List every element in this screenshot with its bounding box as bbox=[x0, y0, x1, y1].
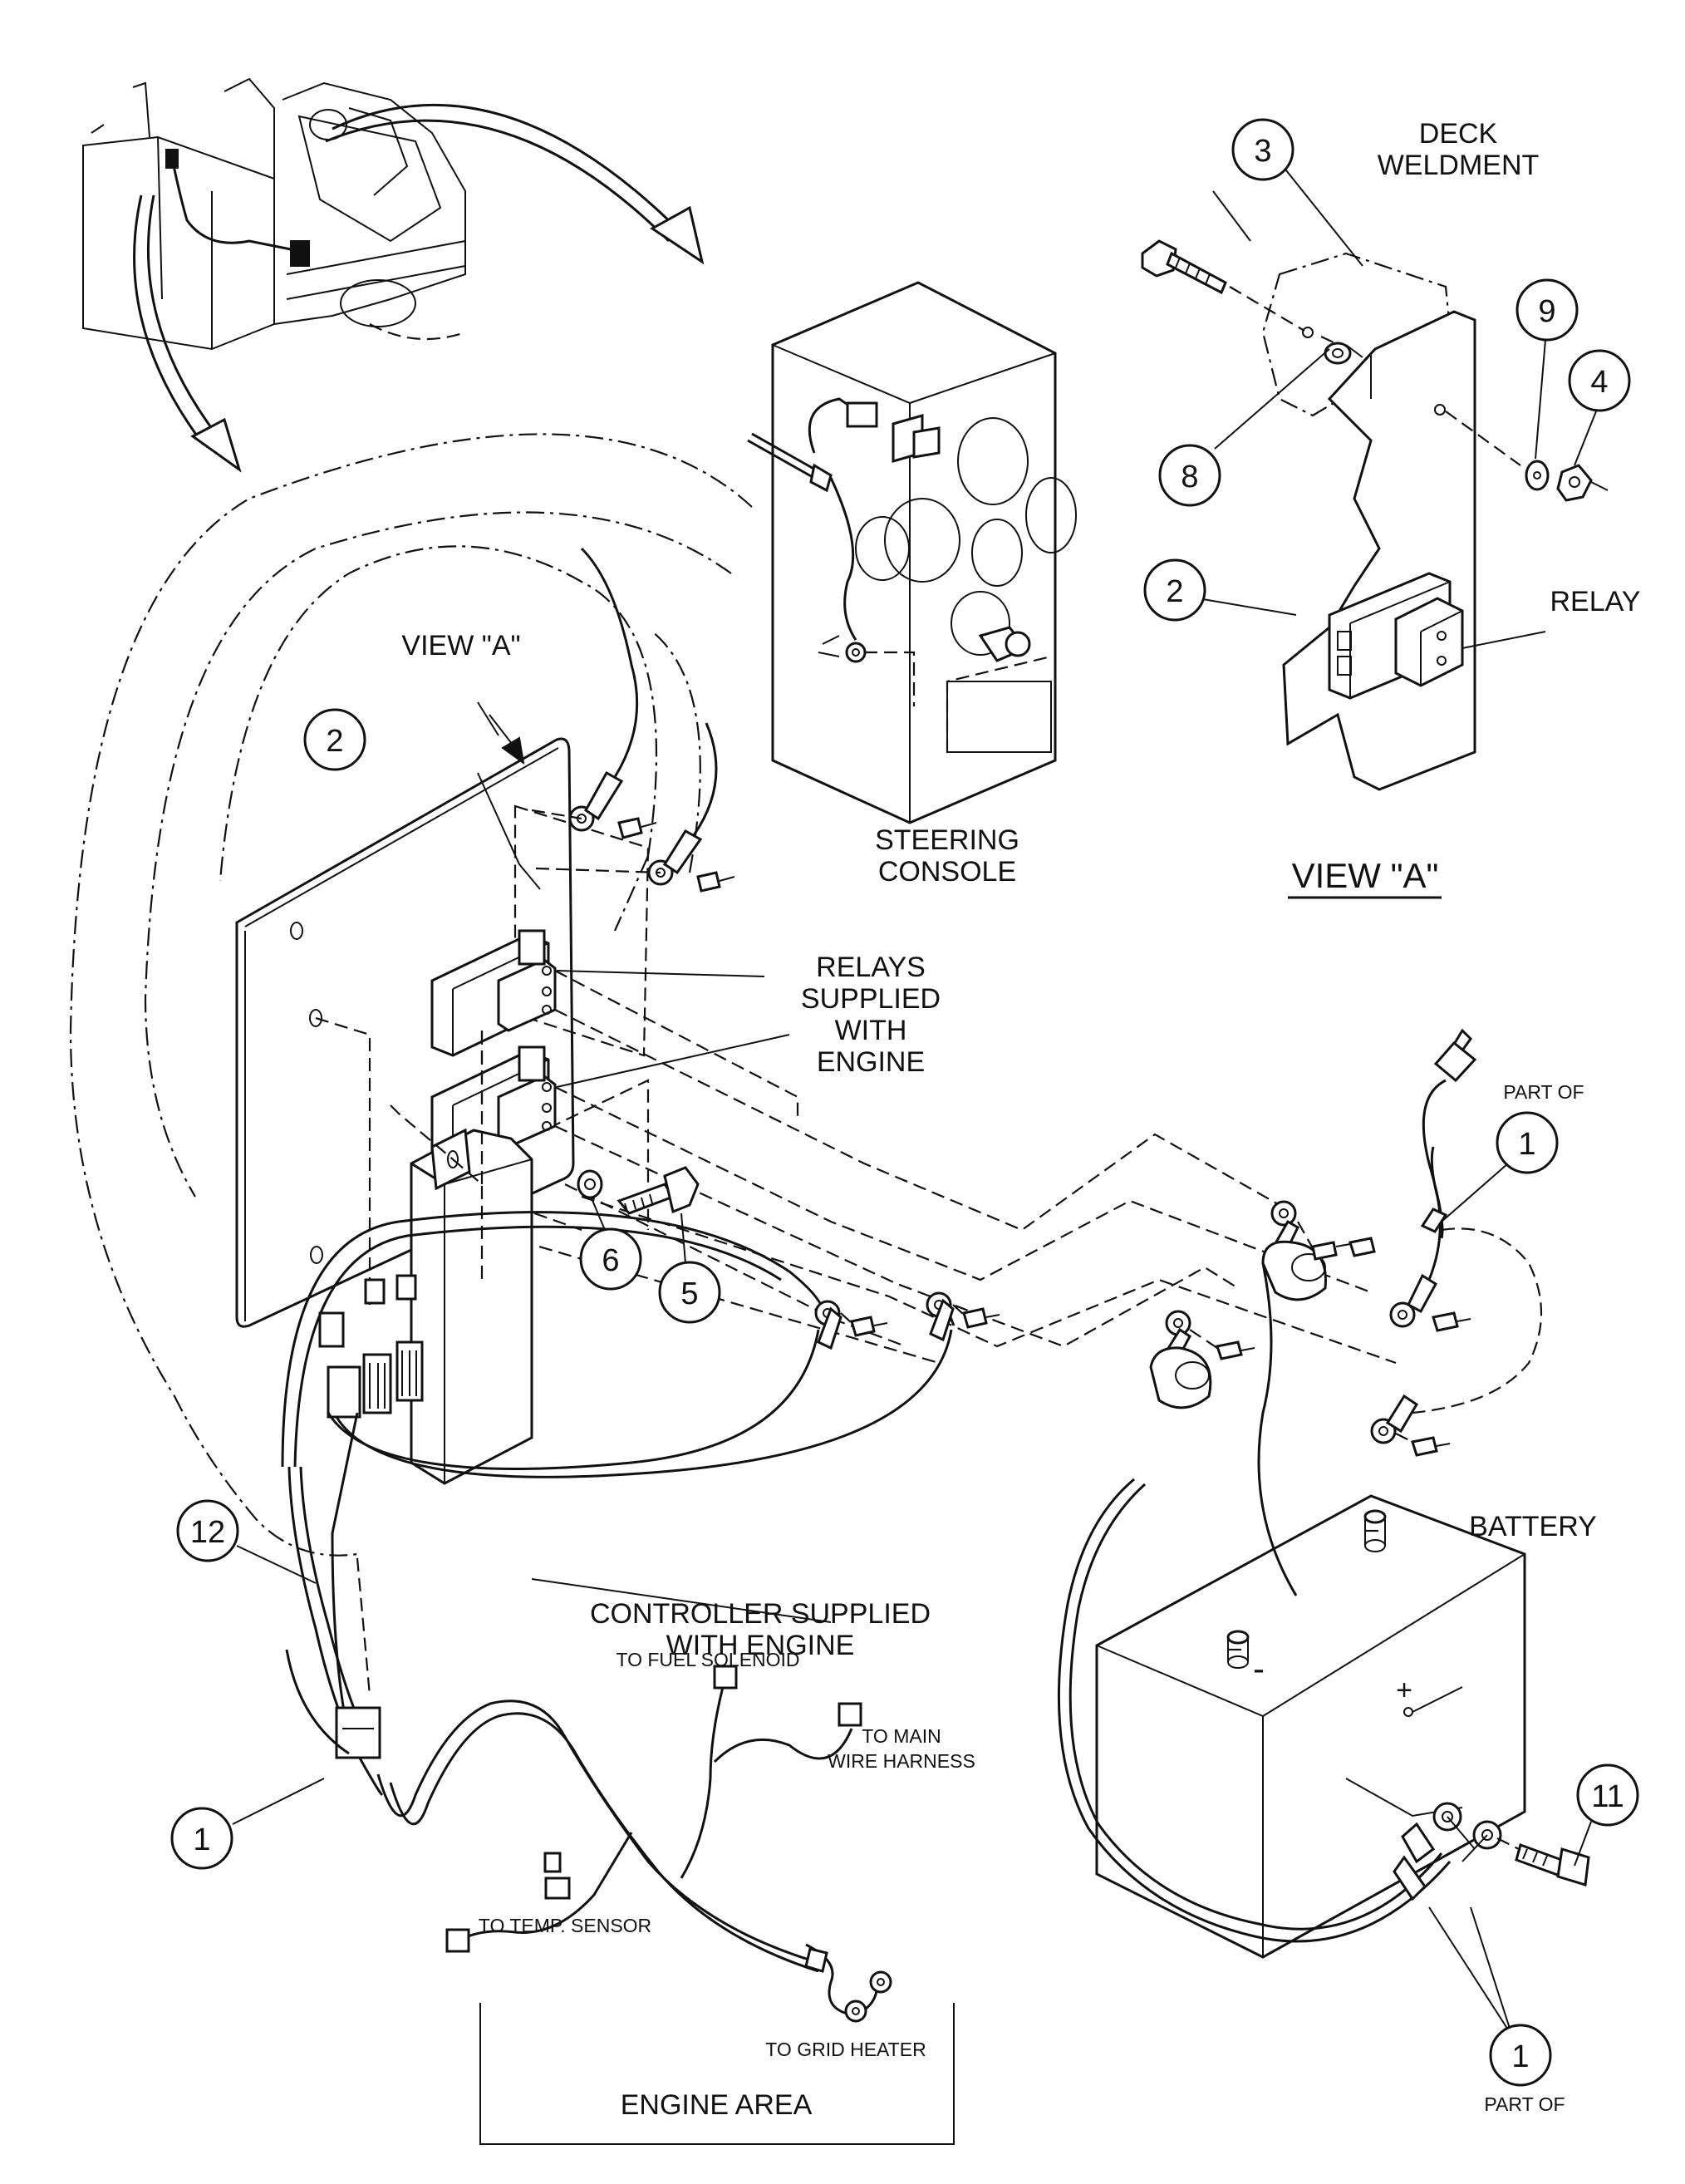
main-harness-label-2: WIRE HARNESS bbox=[828, 1750, 975, 1772]
fuel-solenoid-label: TO FUEL SOLENOID bbox=[616, 1649, 799, 1670]
upper-relay bbox=[430, 929, 557, 1057]
svg-text:4: 4 bbox=[1590, 365, 1608, 400]
temp-sensor-label: TO TEMP. SENSOR bbox=[479, 1915, 651, 1936]
svg-text:3: 3 bbox=[1254, 134, 1271, 169]
steering-console-label-2: CONSOLE bbox=[878, 856, 1016, 888]
view-a-pointer-label: VIEW "A" bbox=[401, 630, 520, 662]
view-a-detail bbox=[1141, 239, 1609, 791]
controller-harness bbox=[281, 1211, 1000, 1478]
relays-supplied-label-2: SUPPLIED bbox=[801, 983, 941, 1015]
callout-6: 6 bbox=[579, 1227, 642, 1291]
svg-text:2: 2 bbox=[1166, 574, 1183, 609]
left-harness bbox=[285, 1412, 384, 1797]
controller-label-2: WITH ENGINE bbox=[666, 1630, 855, 1661]
grid-heater-label: TO GRID HEATER bbox=[765, 2039, 926, 2060]
callout-1-left: 1 bbox=[170, 1807, 233, 1870]
view-a-title: VIEW "A" bbox=[1292, 856, 1439, 895]
battery bbox=[1095, 1494, 1526, 1959]
svg-text:8: 8 bbox=[1181, 460, 1198, 494]
callout-9: 9 bbox=[1516, 278, 1579, 342]
svg-text:12: 12 bbox=[190, 1515, 225, 1550]
svg-text:1: 1 bbox=[193, 1822, 210, 1857]
relays-supplied-label-4: ENGINE bbox=[817, 1046, 925, 1078]
callout-1-right: 1 bbox=[1496, 1111, 1559, 1174]
callout-2-view: 2 bbox=[1143, 558, 1206, 622]
part-of-label-bottom: PART OF bbox=[1484, 2093, 1565, 2115]
deck-weldment-label-2: WELDMENT bbox=[1378, 150, 1540, 181]
svg-text:1: 1 bbox=[1518, 1127, 1535, 1162]
engine-harness bbox=[376, 1665, 892, 2023]
washer-and-bolt bbox=[577, 1166, 700, 1215]
svg-text:1: 1 bbox=[1511, 2039, 1529, 2074]
harness-routing-lines bbox=[69, 433, 753, 1557]
svg-text:9: 9 bbox=[1538, 294, 1555, 329]
callout-3: 3 bbox=[1231, 118, 1294, 181]
battery-cables bbox=[1057, 1262, 1590, 1943]
leader-lines bbox=[232, 140, 1600, 2037]
main-harness-label-1: TO MAIN bbox=[862, 1725, 941, 1747]
callout-4: 4 bbox=[1568, 349, 1631, 412]
inset-arrow-left bbox=[133, 194, 242, 473]
sensor-lead bbox=[1412, 1028, 1543, 1414]
battery-plus-label: + bbox=[1396, 1675, 1412, 1706]
engine-area-label: ENGINE AREA bbox=[621, 2089, 813, 2121]
svg-text:5: 5 bbox=[680, 1276, 698, 1311]
svg-text:6: 6 bbox=[602, 1243, 619, 1278]
callout-1-bottom: 1 bbox=[1489, 2024, 1552, 2087]
callout-12: 12 bbox=[176, 1499, 239, 1562]
relay-label: RELAY bbox=[1550, 586, 1641, 617]
svg-text:2: 2 bbox=[326, 724, 343, 759]
relays-supplied-label-3: WITH bbox=[835, 1015, 907, 1046]
part-of-label-top: PART OF bbox=[1503, 1081, 1584, 1103]
controller-label-1: CONTROLLER SUPPLIED bbox=[590, 1598, 931, 1630]
controller-box bbox=[318, 1031, 533, 1485]
vehicle-inset bbox=[82, 77, 466, 351]
ground-terminals bbox=[1149, 1146, 1471, 1457]
callout-2-main: 2 bbox=[303, 708, 366, 771]
battery-label: BATTERY bbox=[1469, 1511, 1597, 1542]
inset-arrow-right bbox=[325, 103, 705, 265]
engine-area-bracket bbox=[479, 2003, 955, 2145]
steering-console bbox=[747, 281, 1077, 824]
relays-supplied-label-1: RELAYS bbox=[816, 952, 926, 983]
callout-5: 5 bbox=[658, 1261, 721, 1324]
battery-minus-label: - bbox=[1253, 1649, 1265, 1688]
plate-ring-terminals bbox=[531, 547, 735, 893]
svg-text:11: 11 bbox=[1591, 1779, 1624, 1814]
callout-11: 11 bbox=[1576, 1763, 1639, 1827]
callout-8: 8 bbox=[1158, 444, 1221, 507]
steering-console-label-1: STEERING bbox=[875, 824, 1019, 856]
deck-weldment-label-1: DECK bbox=[1419, 118, 1498, 150]
